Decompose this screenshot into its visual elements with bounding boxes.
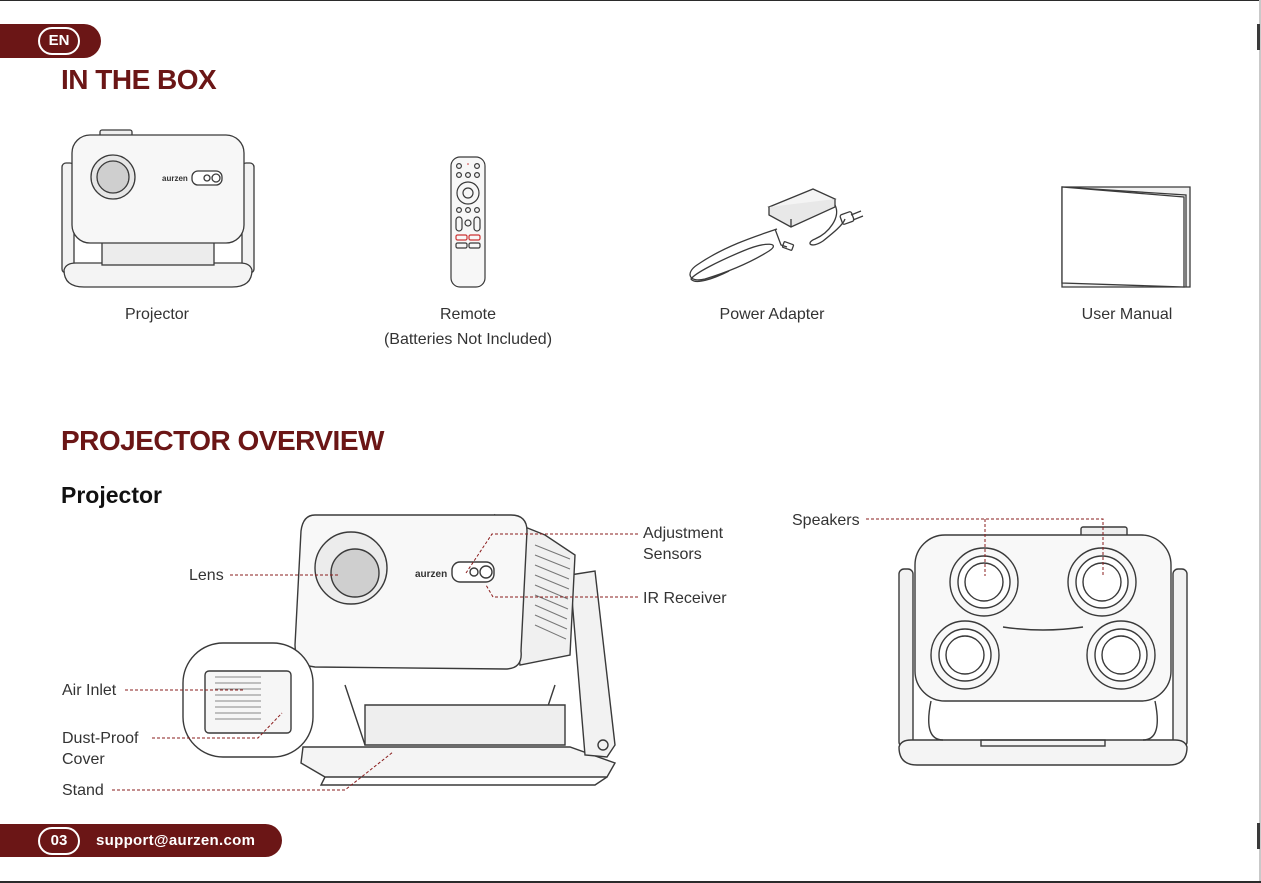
callout-dust-proof-cover-line1: Dust-Proof (62, 728, 138, 749)
callout-stand: Stand (62, 780, 104, 801)
callout-air-inlet: Air Inlet (62, 680, 116, 701)
support-email: support@aurzen.com (96, 832, 255, 849)
callout-speakers: Speakers (792, 510, 860, 531)
page-number: 03 (38, 827, 80, 855)
callout-lens: Lens (189, 565, 224, 586)
callout-adjustment-sensors-line2: Sensors (643, 544, 702, 565)
callout-dust-proof-cover-line2: Cover (62, 749, 105, 770)
callout-adjustment-sensors-line1: Adjustment (643, 523, 723, 544)
callout-ir-receiver: IR Receiver (643, 588, 727, 609)
